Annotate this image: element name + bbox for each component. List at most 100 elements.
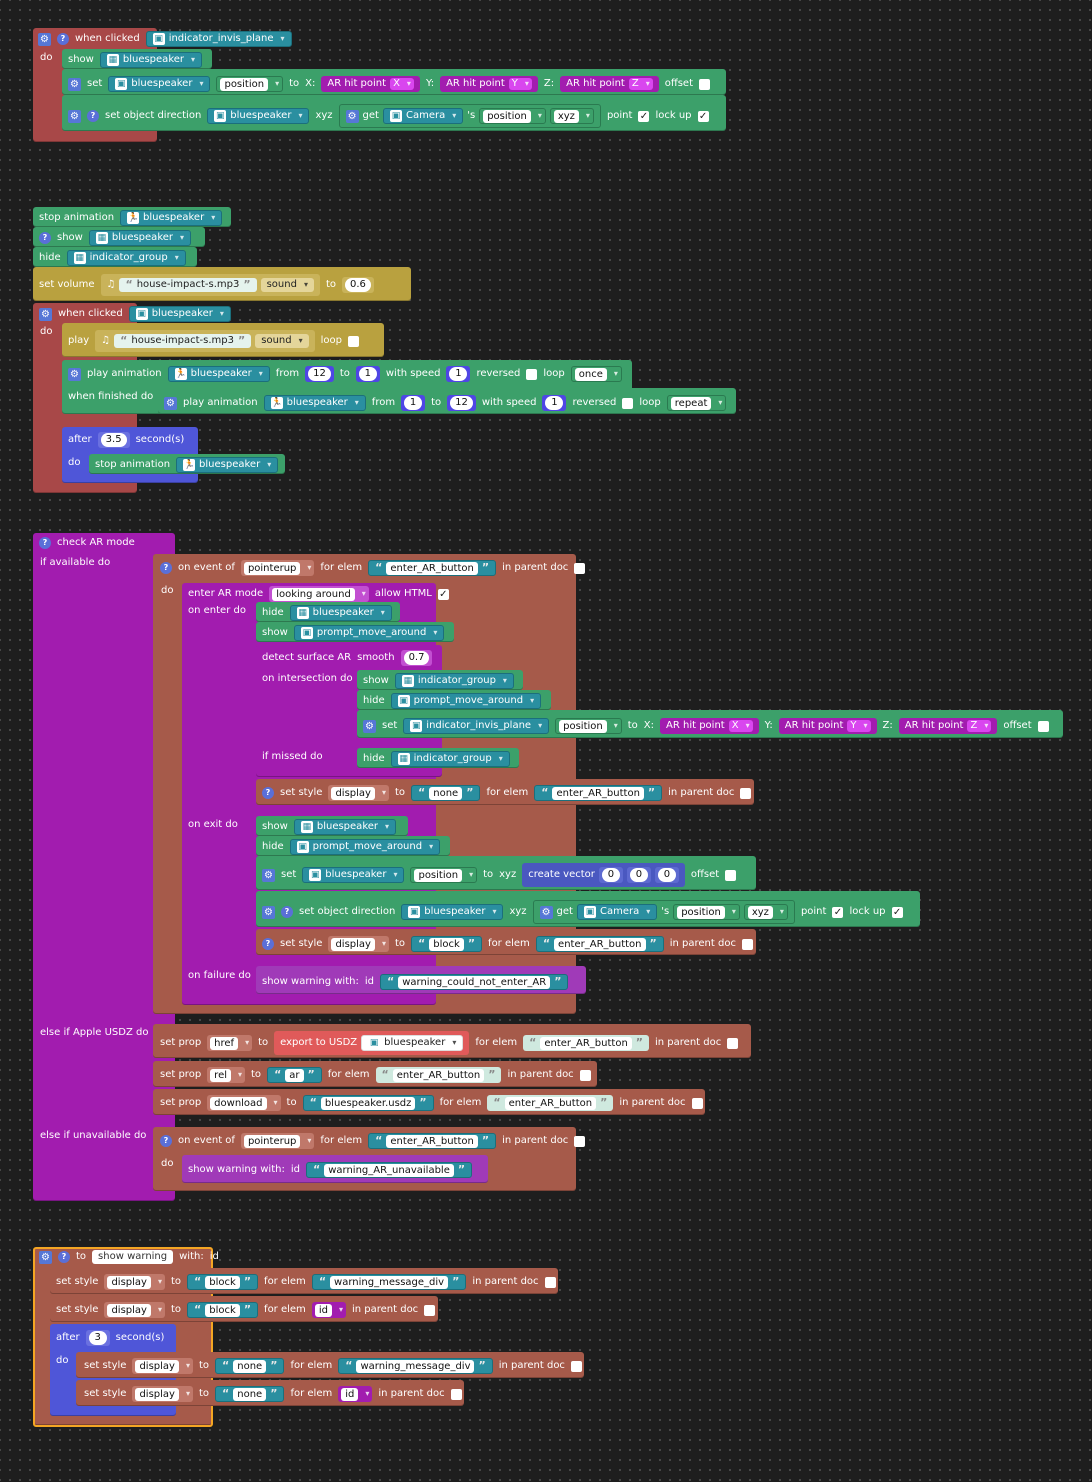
gear-icon[interactable]: ⚙ — [68, 109, 81, 123]
from-number-block[interactable]: 1 — [401, 395, 426, 411]
property-dropdown[interactable]: position — [216, 76, 284, 92]
bluespeaker-dropdown[interactable]: 🏃bluespeaker — [120, 210, 223, 226]
offset-checkbox-icon[interactable] — [699, 78, 710, 90]
element-string[interactable]: “enter_AR_button” — [523, 1035, 650, 1051]
sound-file-string[interactable]: “house-impact-s.mp3” — [114, 334, 252, 348]
vector-z-value[interactable]: 0 — [657, 868, 676, 882]
speed-value[interactable]: 1 — [449, 367, 468, 381]
xyz-dropdown[interactable]: xyz — [549, 108, 594, 124]
style-dropdown[interactable]: display — [104, 1274, 165, 1290]
lock-up-checkbox-icon[interactable]: ✓ — [697, 110, 709, 122]
warning-id-string[interactable]: “warning_AR_unavailable” — [305, 1162, 473, 1178]
element-string[interactable]: “enter_AR_button” — [534, 785, 663, 801]
to-value[interactable]: 12 — [450, 396, 473, 410]
from-number-block[interactable]: 12 — [305, 366, 334, 382]
help-icon[interactable]: ? — [57, 33, 69, 45]
ar-mode-dropdown[interactable]: looking around — [269, 586, 369, 602]
bluespeaker-dropdown[interactable]: ▣bluespeaker — [108, 76, 211, 92]
download-string[interactable]: “bluespeaker.usdz” — [302, 1095, 434, 1111]
gear-icon[interactable]: ⚙ — [539, 905, 553, 919]
sound-file-block[interactable]: ♫ “house-impact-s.mp3” sound — [100, 274, 320, 296]
reversed-checkbox-icon[interactable] — [526, 368, 538, 380]
style-dropdown[interactable]: display — [132, 1358, 193, 1374]
in-parent-doc-checkbox-icon[interactable] — [691, 1097, 703, 1109]
in-parent-doc-checkbox-icon[interactable] — [741, 938, 753, 950]
help-icon[interactable]: ? — [87, 110, 99, 122]
bluespeaker-dropdown[interactable]: ▦bluespeaker — [293, 819, 397, 835]
prop-dropdown[interactable]: rel — [207, 1067, 246, 1083]
sound-dropdown[interactable]: sound — [260, 278, 314, 292]
bluespeaker-dropdown[interactable]: ▣bluespeaker — [401, 904, 504, 920]
indicator-group-dropdown[interactable]: ▦indicator_group — [394, 673, 514, 689]
style-dropdown[interactable]: display — [104, 1302, 165, 1318]
point-checkbox-icon[interactable]: ✓ — [638, 110, 650, 122]
event-dropdown[interactable]: pointerup — [240, 560, 315, 576]
in-parent-doc-checkbox-icon[interactable] — [740, 787, 752, 799]
gear-icon[interactable]: ⚙ — [38, 32, 51, 46]
in-parent-doc-checkbox-icon[interactable] — [544, 1276, 556, 1288]
after-value[interactable]: 3.5 — [100, 433, 127, 447]
vector-y-value[interactable]: 0 — [629, 868, 648, 882]
play-animation-repeat-block[interactable] — [158, 388, 736, 414]
style-dropdown[interactable]: display — [132, 1386, 193, 1402]
gear-icon[interactable]: ⚙ — [164, 396, 177, 410]
in-parent-doc-checkbox-icon[interactable] — [570, 1360, 582, 1372]
warning-id-string[interactable]: “warning_could_not_enter_AR” — [379, 974, 569, 990]
bluespeaker-dropdown[interactable]: ▣bluespeaker — [207, 108, 310, 124]
help-icon[interactable]: ? — [281, 906, 293, 918]
id-variable-dropdown[interactable]: id — [338, 1386, 373, 1402]
in-parent-doc-checkbox-icon[interactable] — [727, 1037, 739, 1049]
gear-icon[interactable]: ⚙ — [39, 1250, 52, 1264]
in-parent-doc-checkbox-icon[interactable] — [424, 1304, 436, 1316]
check-ar-mode-block[interactable] — [33, 533, 175, 1201]
element-string[interactable]: “enter_AR_button” — [487, 1095, 614, 1111]
volume-number-block[interactable]: 0.6 — [342, 277, 374, 293]
in-parent-doc-checkbox-icon[interactable] — [450, 1388, 462, 1400]
bluespeaker-dropdown[interactable]: 🏃bluespeaker — [176, 457, 279, 473]
speed-value[interactable]: 1 — [545, 396, 564, 410]
element-string[interactable]: “warning_message_div” — [311, 1274, 467, 1290]
element-string[interactable]: “warning_message_div” — [338, 1358, 493, 1374]
in-parent-doc-checkbox-icon[interactable] — [579, 1069, 591, 1081]
camera-dropdown[interactable]: ▣Camera — [576, 904, 658, 920]
after-value[interactable]: 3 — [88, 1331, 107, 1345]
bluespeaker-dropdown[interactable]: ▦bluespeaker — [88, 230, 192, 246]
speed-number-block[interactable]: 1 — [446, 366, 471, 382]
prop-dropdown[interactable]: download — [207, 1095, 281, 1111]
property-dropdown[interactable]: position — [555, 718, 622, 734]
lock-up-checkbox-icon[interactable]: ✓ — [891, 906, 903, 918]
bluespeaker-dropdown[interactable]: 🏃bluespeaker — [263, 395, 366, 411]
bluespeaker-dropdown[interactable]: ▦bluespeaker — [99, 52, 203, 68]
element-string[interactable]: “enter_AR_button” — [535, 936, 664, 952]
style-dropdown[interactable]: display — [328, 936, 389, 952]
vector-x-block[interactable]: 0 — [598, 867, 623, 883]
prop-dropdown[interactable]: href — [207, 1035, 253, 1051]
bluespeaker-dropdown[interactable]: ▣bluespeaker — [128, 306, 231, 322]
sound-file-string[interactable]: “house-impact-s.mp3” — [119, 278, 257, 292]
axis-dropdown[interactable]: Y — [847, 720, 871, 732]
xyz-dropdown[interactable]: xyz — [743, 904, 788, 920]
gear-icon[interactable]: ⚙ — [345, 109, 359, 123]
style-dropdown[interactable]: display — [328, 785, 389, 801]
style-value-string[interactable]: “block” — [187, 1302, 259, 1318]
offset-checkbox-icon[interactable] — [725, 869, 737, 881]
sound-dropdown[interactable]: sound — [255, 334, 309, 348]
style-value-string[interactable]: “none” — [215, 1386, 285, 1402]
element-string[interactable]: “enter_AR_button” — [368, 560, 497, 576]
help-icon[interactable]: ? — [39, 232, 51, 244]
gear-icon[interactable]: ⚙ — [68, 367, 81, 381]
gear-icon[interactable]: ⚙ — [262, 868, 275, 882]
prompt-dropdown[interactable]: ▣prompt_move_around — [293, 625, 445, 641]
property-dropdown[interactable]: position — [479, 108, 546, 124]
element-string[interactable]: “enter_AR_button” — [375, 1067, 502, 1083]
style-value-string[interactable]: “block” — [411, 936, 483, 952]
help-icon[interactable]: ? — [262, 938, 274, 950]
bluespeaker-dropdown[interactable]: 🏃bluespeaker — [167, 366, 270, 382]
after-number-block[interactable]: 3 — [85, 1330, 110, 1346]
to-value[interactable]: 1 — [358, 367, 377, 381]
element-string[interactable]: “enter_AR_button” — [368, 1133, 497, 1149]
